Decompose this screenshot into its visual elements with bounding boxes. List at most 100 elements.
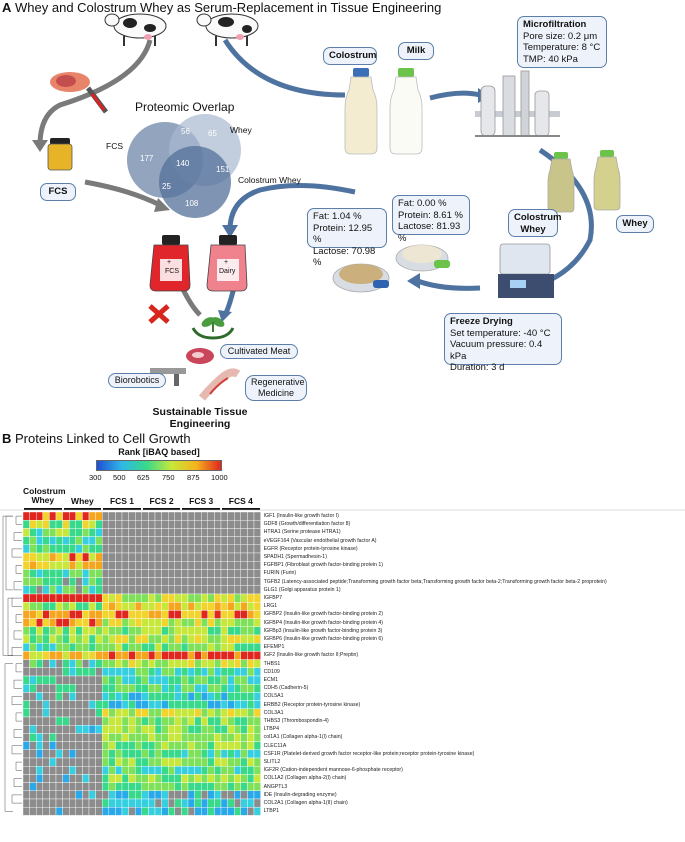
heatmap-cell: [36, 683, 44, 693]
heatmap-cell: [148, 561, 156, 570]
heatmap-cell: [167, 716, 175, 726]
heatmap-cell: [36, 667, 44, 677]
heatmap-cell: [200, 692, 208, 701]
heatmap-cell: [55, 528, 63, 537]
heatmap-cell: [154, 667, 162, 677]
heatmap-cell: [115, 683, 123, 693]
heatmap-cell: [95, 511, 103, 521]
heatmap-cell: [148, 807, 156, 816]
heatmap-cell: [36, 593, 44, 603]
microfiltration-line: TMP: 40 kPa: [523, 53, 578, 65]
heatmap-cell: [240, 552, 248, 562]
heatmap-cell: [22, 798, 30, 808]
heatmap-cell: [187, 733, 195, 742]
heatmap-cell: [55, 716, 63, 726]
heatmap-cell: [68, 520, 76, 529]
heatmap-cell: [82, 577, 90, 586]
heatmap-cell: [141, 708, 149, 718]
heatmap-cell: [36, 741, 44, 751]
heatmap-cell: [207, 782, 215, 792]
heatmap-cell: [128, 683, 136, 693]
heatmap-cell: [161, 642, 169, 652]
heatmap-cell: [200, 561, 208, 570]
heatmap-cell: [22, 634, 30, 644]
heatmap-cell: [88, 683, 96, 693]
venn-diagram: [127, 114, 241, 218]
heatmap-cell: [247, 651, 255, 660]
heatmap-cell: [108, 724, 116, 734]
panel-a-title: A Whey and Colostrum Whey as Serum-Repla…: [2, 0, 442, 15]
heatmap-cell: [181, 552, 189, 562]
heatmap-cell: [55, 700, 63, 710]
heatmap-cell: [181, 774, 189, 783]
heatmap-cell: [167, 790, 175, 800]
heatmap-cell: [95, 634, 103, 644]
heatmap-cell: [207, 692, 215, 701]
heatmap-cell: [181, 724, 189, 734]
heatmap-cell: [101, 651, 109, 660]
heatmap-cell: [115, 757, 123, 767]
heatmap-cell: [161, 749, 169, 759]
heatmap-cell: [128, 724, 136, 734]
heatmap-cell: [115, 552, 123, 562]
heatmap-cell: [42, 774, 50, 783]
heatmap-cell: [247, 561, 255, 570]
heatmap-cell: [253, 790, 261, 800]
heatmap-cell: [167, 634, 175, 644]
heatmap-cell: [82, 741, 90, 751]
heatmap-cell: [121, 708, 129, 718]
heatmap-cell: [207, 593, 215, 603]
heatmap-cell: [75, 667, 83, 677]
heatmap-cell: [148, 569, 156, 578]
heatmap-cell: [214, 667, 222, 677]
heatmap-cell: [75, 520, 83, 529]
heatmap-cell: [108, 733, 116, 742]
heatmap-cell: [29, 675, 37, 685]
heatmap-cell: [95, 683, 103, 693]
heatmap-cell: [29, 716, 37, 726]
heatmap-cell: [240, 675, 248, 685]
milk-bottle-icon: [389, 68, 423, 155]
heatmap-cell: [128, 544, 136, 554]
heatmap-cell: [128, 569, 136, 578]
heatmap-cell: [200, 642, 208, 652]
heatmap-cell: [68, 667, 76, 677]
heatmap-cell: [101, 708, 109, 718]
heatmap-cell: [194, 667, 202, 677]
heatmap-cell: [207, 528, 215, 537]
milk-label: Milk: [398, 42, 434, 60]
heatmap-cell: [148, 798, 156, 808]
heatmap-cell: [36, 585, 44, 595]
heatmap-cell: [174, 798, 182, 808]
heatmap-cell: [75, 790, 83, 800]
heatmap-cell: [227, 774, 235, 783]
heatmap-cell: [42, 782, 50, 792]
group-bracket: [103, 508, 141, 510]
powder-1-line: Lactose: 70.98 %: [313, 245, 376, 269]
heatmap-cell: [75, 683, 83, 693]
heatmap-cell: [253, 569, 261, 578]
heatmap-cell: [115, 601, 123, 611]
heatmap-cell: [29, 561, 37, 570]
heatmap-cell: [22, 724, 30, 734]
heatmap-cell: [42, 749, 50, 759]
heatmap-cell: [247, 618, 255, 627]
heatmap-cell: [22, 626, 30, 636]
heatmap-cell: [88, 601, 96, 611]
heatmap-cell: [134, 716, 142, 726]
heatmap-cell: [121, 651, 129, 660]
heatmap-cell: [121, 528, 129, 537]
heatmap-cell: [207, 511, 215, 521]
heatmap-cell: [240, 766, 248, 775]
heatmap-cell: [214, 569, 222, 578]
heatmap-cell: [29, 618, 37, 627]
heatmap-cell: [148, 741, 156, 751]
heatmap-cell: [207, 790, 215, 800]
heatmap-cell: [128, 528, 136, 537]
heatmap-cell: [161, 552, 169, 562]
heatmap-cell: [49, 577, 57, 586]
venn-count-whey-colostrum: 151: [216, 165, 230, 174]
heatmap-cell: [227, 798, 235, 808]
heatmap-cell: [187, 675, 195, 685]
freeze-drying-line: Duration: 3 d: [450, 362, 505, 373]
